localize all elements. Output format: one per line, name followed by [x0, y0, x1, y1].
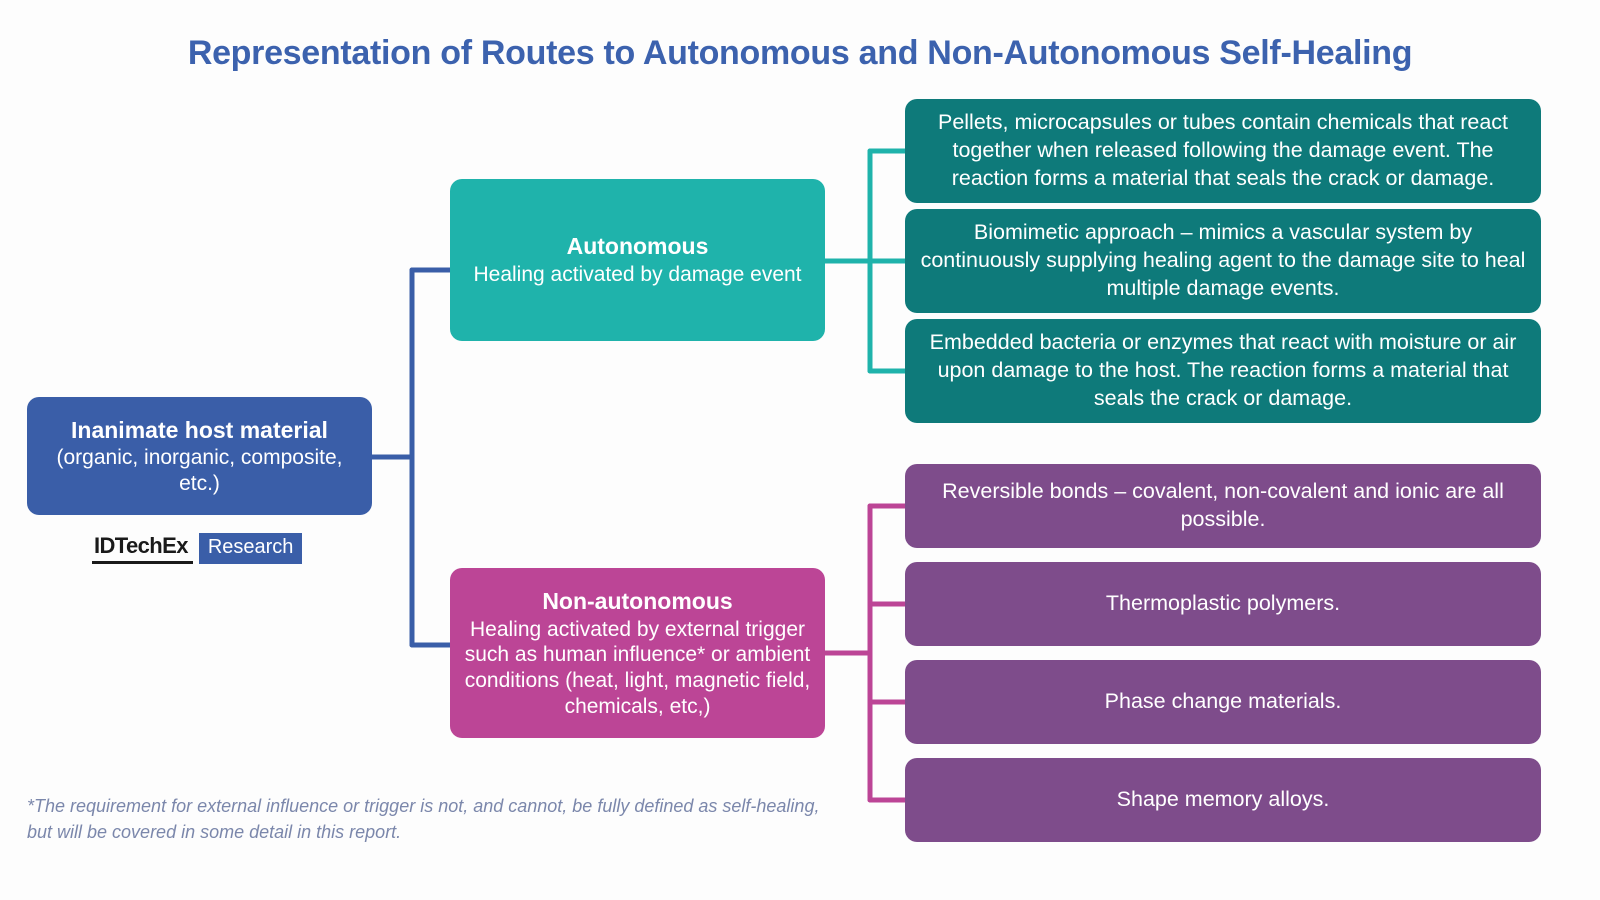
wire-nonautonomous-bracket — [822, 503, 908, 803]
node-non-autonomous-leaf-2[interactable]: Thermoplastic polymers. — [905, 562, 1541, 646]
node-autonomous-leaf-3[interactable]: Embedded bacteria or enzymes that react … — [905, 319, 1541, 423]
idtechex-logo: IDTechEx Research — [92, 533, 303, 564]
footnote: *The requirement for external influence … — [27, 796, 820, 843]
wire-host-bracket — [369, 267, 453, 648]
non-autonomous-leaf-4-text: Shape memory alloys. — [1116, 787, 1330, 812]
host-headline: Inanimate host material — [71, 416, 328, 443]
autonomous-leaf-3-text: Embedded bacteria or enzymes that react … — [929, 330, 1517, 410]
non-autonomous-leaf-3-text: Phase change materials. — [1104, 689, 1342, 714]
node-autonomous[interactable]: Autonomous Healing activated by damage e… — [450, 179, 825, 341]
node-non-autonomous-leaf-1[interactable]: Reversible bonds – covalent, non-covalen… — [905, 464, 1541, 548]
non-autonomous-detail: Healing activated by external trigger su… — [464, 617, 811, 718]
page-title: Representation of Routes to Autonomous a… — [187, 34, 1413, 72]
wire-autonomous-bracket — [822, 148, 908, 374]
autonomous-headline: Autonomous — [566, 233, 709, 260]
host-detail: (organic, inorganic, composite, etc.) — [56, 445, 343, 495]
autonomous-detail: Healing activated by damage event — [473, 263, 802, 287]
logo-wordmark: IDTechEx — [92, 533, 193, 564]
node-autonomous-leaf-1[interactable]: Pellets, microcapsules or tubes contain … — [905, 99, 1541, 203]
node-autonomous-leaf-2[interactable]: Biomimetic approach – mimics a vascular … — [905, 209, 1541, 313]
logo-research-badge: Research — [198, 533, 303, 564]
node-non-autonomous-leaf-4[interactable]: Shape memory alloys. — [905, 758, 1541, 842]
node-non-autonomous[interactable]: Non-autonomous Healing activated by exte… — [450, 568, 825, 738]
node-non-autonomous-leaf-3[interactable]: Phase change materials. — [905, 660, 1541, 744]
autonomous-leaf-1-text: Pellets, microcapsules or tubes contain … — [937, 110, 1508, 190]
non-autonomous-headline: Non-autonomous — [542, 587, 733, 614]
non-autonomous-leaf-2-text: Thermoplastic polymers. — [1105, 591, 1341, 616]
non-autonomous-leaf-1-text: Reversible bonds – covalent, non-covalen… — [942, 479, 1504, 531]
autonomous-leaf-2-text: Biomimetic approach – mimics a vascular … — [920, 220, 1526, 300]
node-host-material[interactable]: Inanimate host material (organic, inorga… — [27, 397, 372, 515]
